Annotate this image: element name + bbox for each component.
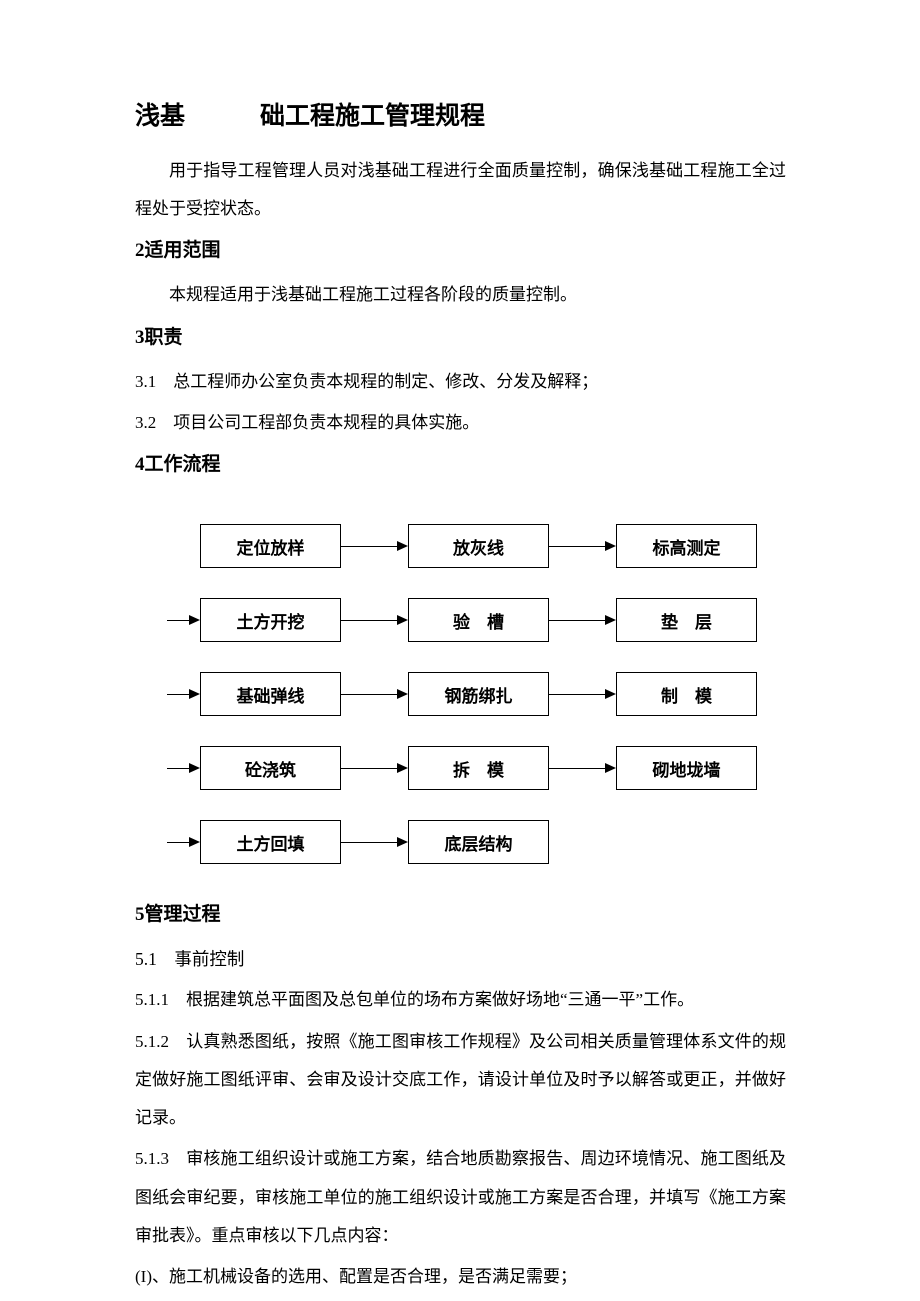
flow-box: 土方开挖 (200, 598, 341, 642)
flow-arrow-icon (341, 541, 408, 551)
flow-entry-arrow-icon (135, 746, 200, 790)
item-5-1-2: 5.1.2 认真熟悉图纸，按照《施工图审核工作规程》及公司相关质量管理体系文件的… (135, 1031, 786, 1128)
flow-box: 基础弹线 (200, 672, 341, 716)
flow-box: 制 模 (616, 672, 757, 716)
flow-box: 土方回填 (200, 820, 341, 864)
flow-row-2: 土方开挖 验 槽 垫 层 (135, 598, 786, 642)
flow-arrow-icon (549, 541, 616, 551)
flow-entry-arrow-icon (135, 820, 200, 864)
workflow-flowchart: 定位放样 放灰线 标高测定 土方开挖 验 槽 垫 层 基础弹线 钢筋绑扎 制 模… (135, 524, 786, 864)
item-I: (I)、施工机械设备的选用、配置是否合理，是否满足需要； (135, 1267, 577, 1287)
intro-paragraph: 用于指导工程管理人员对浅基础工程进行全面质量控制，确保浅基础工程施工全过程处于受… (135, 160, 786, 218)
flow-box: 钢筋绑扎 (408, 672, 549, 716)
flow-entry-arrow-icon (135, 672, 200, 716)
flow-arrow-icon (341, 689, 408, 699)
flow-row-5: 土方回填 底层结构 (135, 820, 786, 864)
flow-box: 放灰线 (408, 524, 549, 568)
flow-row-4: 砼浇筑 拆 模 砌地垅墙 (135, 746, 786, 790)
flow-arrow-icon (549, 615, 616, 625)
duty-item-1: 3.1 总工程师办公室负责本规程的制定、修改、分发及解释； (135, 371, 599, 391)
scope-paragraph: 本规程适用于浅基础工程施工过程各阶段的质量控制。 (169, 285, 577, 305)
item-5-1-3: 5.1.3 审核施工组织设计或施工方案，结合地质勘察报告、周边环境情况、施工图纸… (135, 1149, 786, 1245)
flow-arrow-icon (341, 615, 408, 625)
flow-arrow-icon (549, 763, 616, 773)
flow-box: 标高测定 (616, 524, 757, 568)
heading-workflow: 4工作流程 (135, 454, 221, 475)
flow-box: 验 槽 (408, 598, 549, 642)
flow-arrow-icon (341, 763, 408, 773)
flow-row-3: 基础弹线 钢筋绑扎 制 模 (135, 672, 786, 716)
flow-arrow-icon (341, 837, 408, 847)
heading-process: 5管理过程 (135, 904, 221, 925)
flow-box: 砼浇筑 (200, 746, 341, 790)
sub-heading-precontrol: 5.1 事前控制 (135, 949, 245, 969)
flow-box: 定位放样 (200, 524, 341, 568)
flow-entry-arrow-icon (135, 598, 200, 642)
page-title: 浅基 础工程施工管理规程 (135, 103, 486, 130)
heading-duties: 3职责 (135, 326, 183, 348)
flow-box: 拆 模 (408, 746, 549, 790)
flow-row-1: 定位放样 放灰线 标高测定 (135, 524, 786, 568)
flow-box: 底层结构 (408, 820, 549, 864)
flow-box: 砌地垅墙 (616, 746, 757, 790)
duty-item-2: 3.2 项目公司工程部负责本规程的具体实施。 (135, 412, 480, 432)
item-5-1-1: 5.1.1 根据建筑总平面图及总包单位的场布方案做好场地“三通一平”工作。 (135, 990, 695, 1010)
heading-scope: 2适用范围 (135, 240, 221, 262)
flow-box: 垫 层 (616, 598, 757, 642)
flow-arrow-icon (549, 689, 616, 699)
